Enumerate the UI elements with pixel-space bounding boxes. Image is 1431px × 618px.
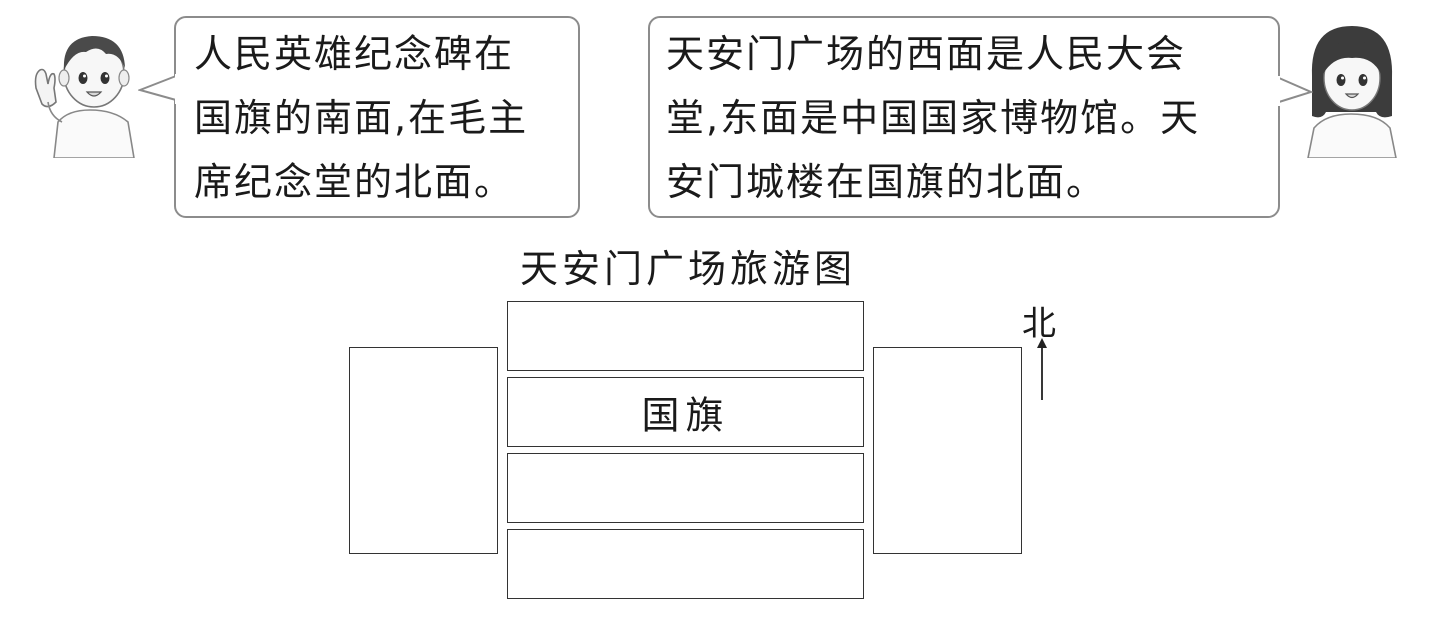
- left-bubble-line-3: 席纪念堂的北面。: [194, 160, 515, 204]
- south-box-2: [507, 529, 864, 599]
- left-bubble-tail-icon: [138, 74, 178, 104]
- map-title: 天安门广场旅游图: [520, 247, 857, 291]
- north-arrow-icon: [1037, 338, 1047, 400]
- left-bubble-line-2: 国旗的南面,在毛主: [194, 96, 529, 140]
- left-bubble-line-1: 人民英雄纪念碑在: [194, 32, 515, 76]
- girl-character-icon: [1307, 26, 1397, 158]
- left-speech-bubble: [174, 16, 580, 218]
- west-building-box: [349, 347, 498, 554]
- right-speech-bubble: [648, 16, 1280, 218]
- right-bubble-line-3: 安门城楼在国旗的北面。: [666, 160, 1107, 204]
- east-building-box: [873, 347, 1022, 554]
- south-box-1: [507, 453, 864, 523]
- right-bubble-line-1: 天安门广场的西面是人民大会: [666, 32, 1187, 76]
- flag-box: 国旗: [507, 377, 864, 447]
- north-label: 北: [1022, 304, 1056, 344]
- right-bubble-tail-icon: [1277, 76, 1313, 106]
- right-bubble-line-2: 堂,东面是中国国家博物馆。天: [666, 96, 1201, 140]
- flag-label: 国旗: [641, 393, 730, 438]
- north-box: [507, 301, 864, 371]
- boy-character-icon: [34, 36, 135, 158]
